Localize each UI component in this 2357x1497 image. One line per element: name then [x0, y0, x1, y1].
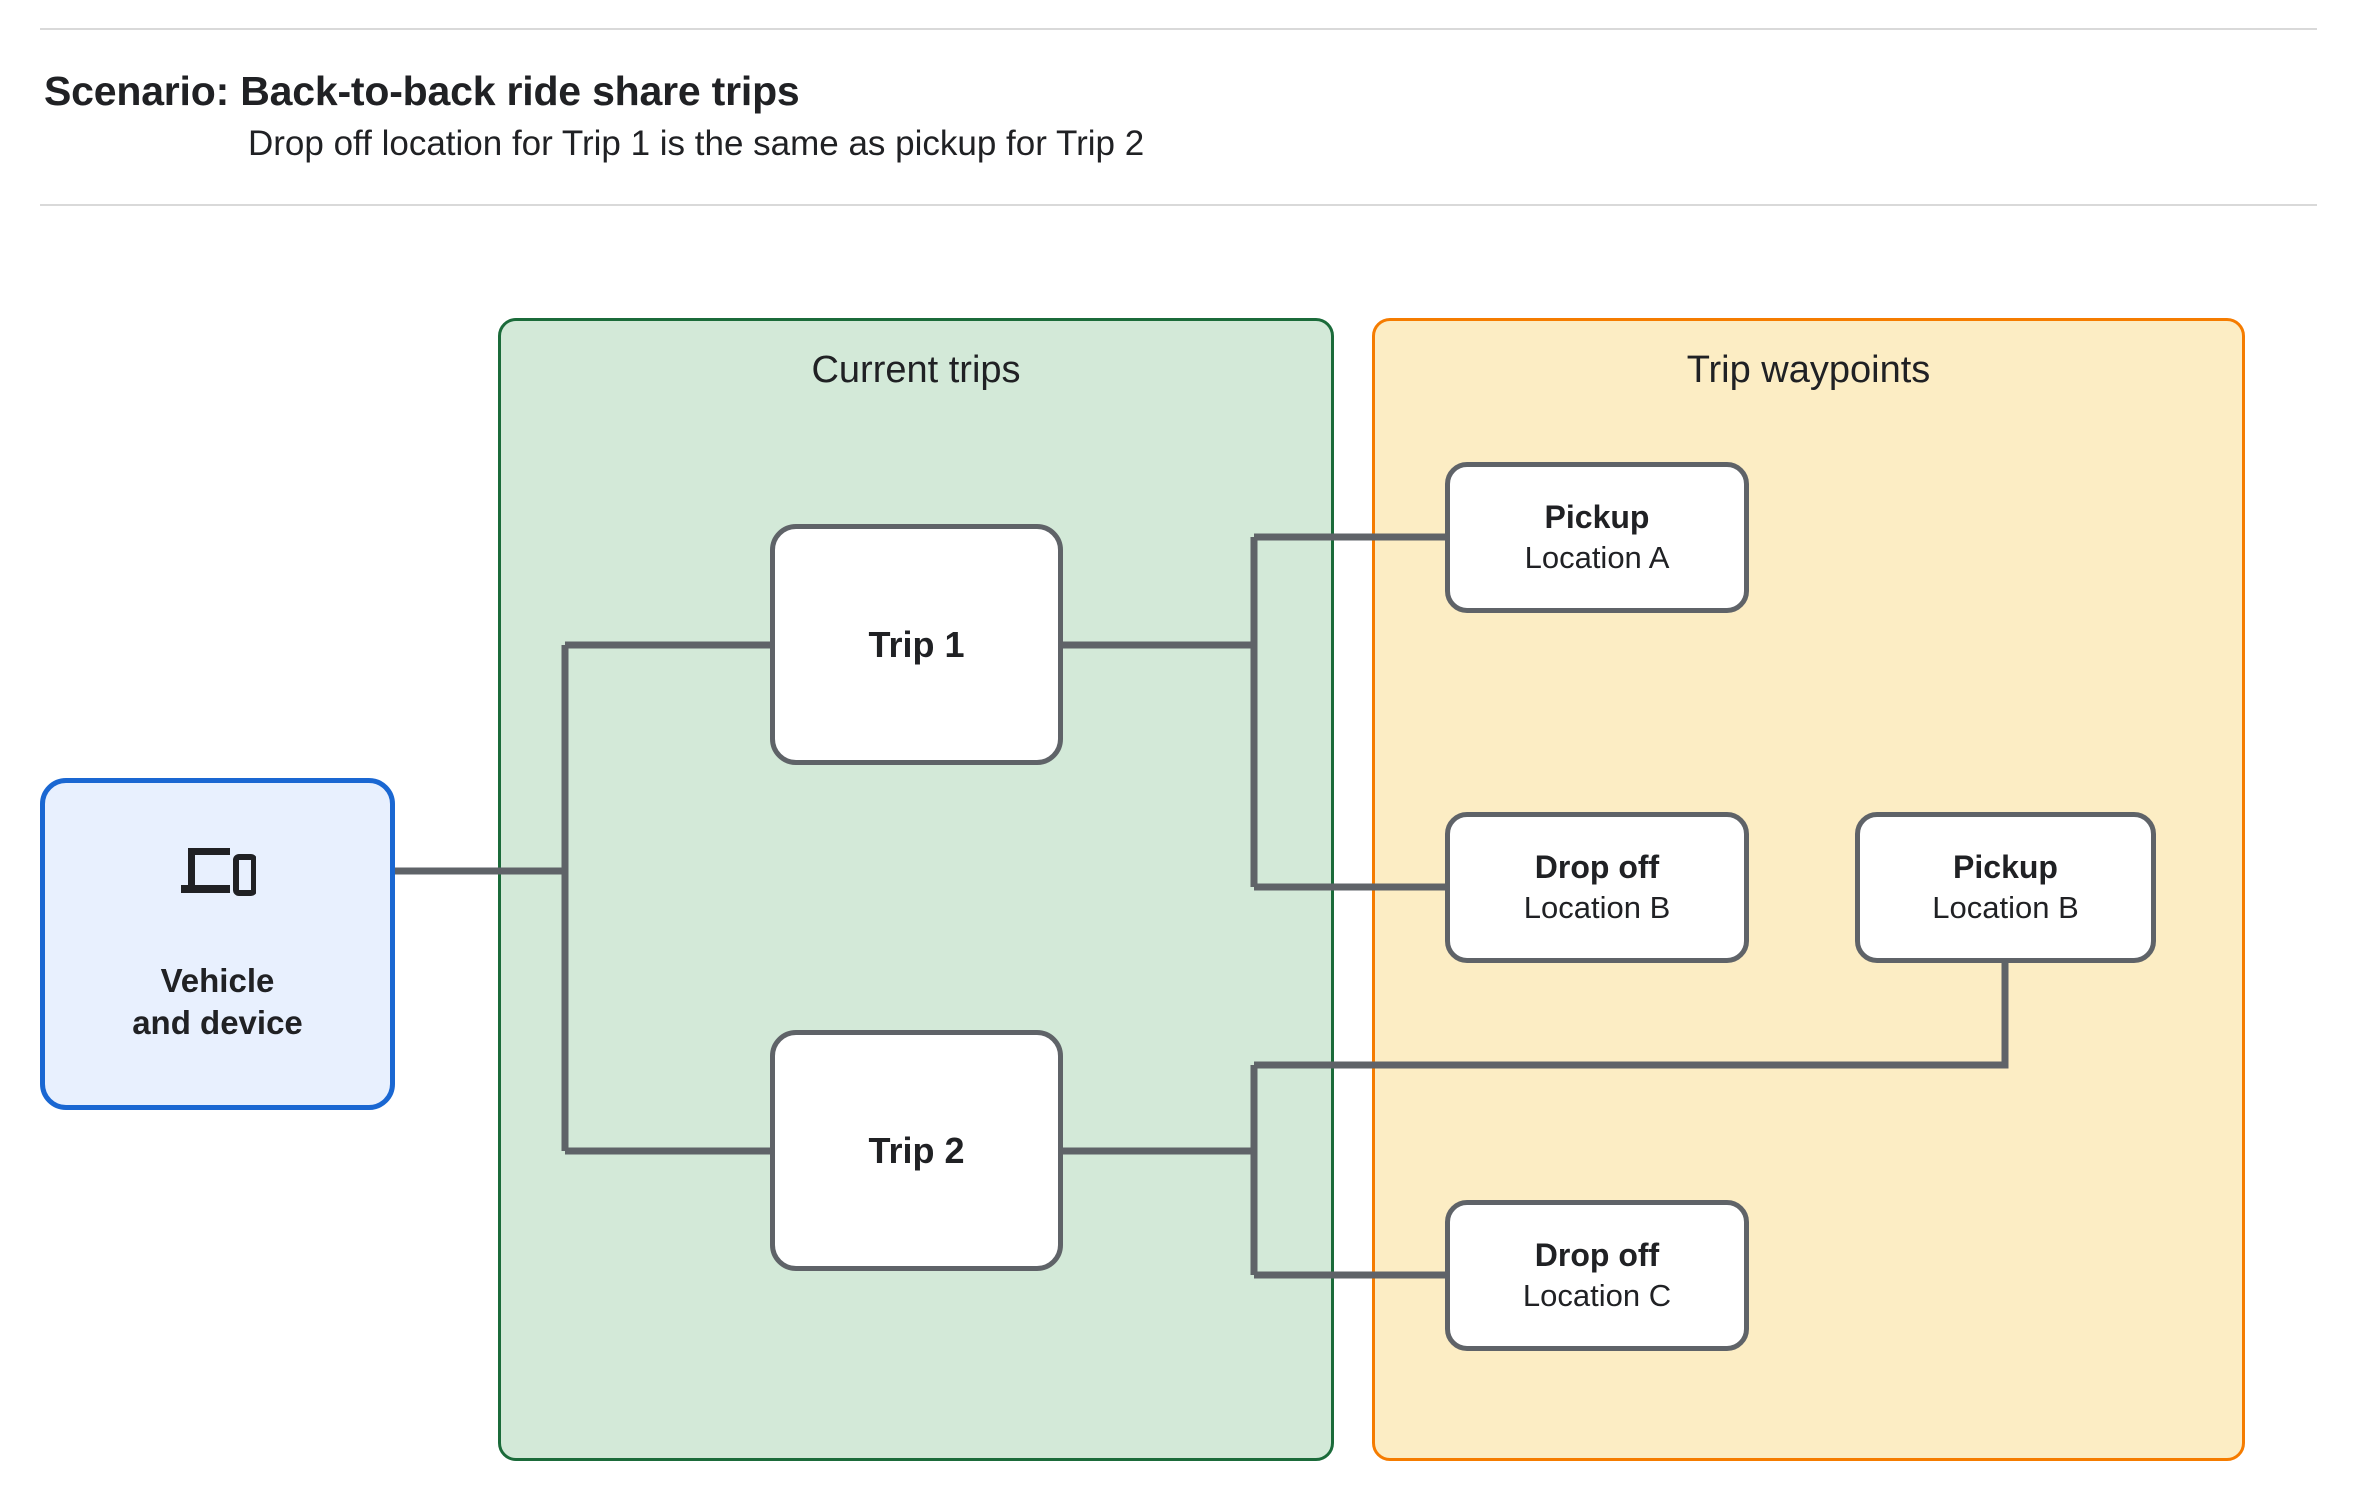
devices-icon: [180, 847, 256, 896]
waypoint-dropoff-c-location: Location C: [1522, 1278, 1672, 1314]
waypoint-dropoff-b-type: Drop off: [1534, 848, 1660, 885]
waypoint-dropoff-c-type: Drop off: [1534, 1236, 1660, 1273]
waypoint-dropoff-b-location: Location B: [1523, 890, 1671, 926]
node-waypoint-dropoff-c[interactable]: Drop off Location C: [1445, 1200, 1749, 1351]
waypoint-pickup-b-type: Pickup: [1953, 848, 2058, 885]
trip-2-label: Trip 2: [868, 1129, 965, 1171]
trip-1-label: Trip 1: [868, 623, 965, 665]
node-waypoint-pickup-b[interactable]: Pickup Location B: [1855, 812, 2156, 963]
waypoint-pickup-a-type: Pickup: [1544, 498, 1650, 535]
header-divider-bottom: [40, 204, 2317, 206]
page-subtitle: Drop off location for Trip 1 is the same…: [248, 124, 1145, 163]
waypoint-pickup-b-location: Location B: [1932, 890, 2079, 926]
page-title: Scenario: Back-to-back ride share trips: [44, 68, 800, 114]
wire-trip-2-to-pickup-b: [1254, 963, 2009, 1069]
node-waypoint-dropoff-b[interactable]: Drop off Location B: [1445, 812, 1749, 963]
vehicle-label: Vehicle and device: [132, 961, 303, 1041]
node-vehicle-and-device[interactable]: Vehicle and device: [40, 778, 395, 1110]
panel-trip-waypoints-title: Trip waypoints: [1686, 349, 1931, 391]
header-divider-top: [40, 28, 2317, 30]
panel-current-trips-title: Current trips: [811, 349, 1021, 391]
node-waypoint-pickup-a[interactable]: Pickup Location A: [1445, 462, 1749, 613]
node-trip-1[interactable]: Trip 1: [770, 524, 1063, 765]
waypoint-pickup-a-location: Location A: [1524, 540, 1670, 576]
node-trip-2[interactable]: Trip 2: [770, 1030, 1063, 1271]
